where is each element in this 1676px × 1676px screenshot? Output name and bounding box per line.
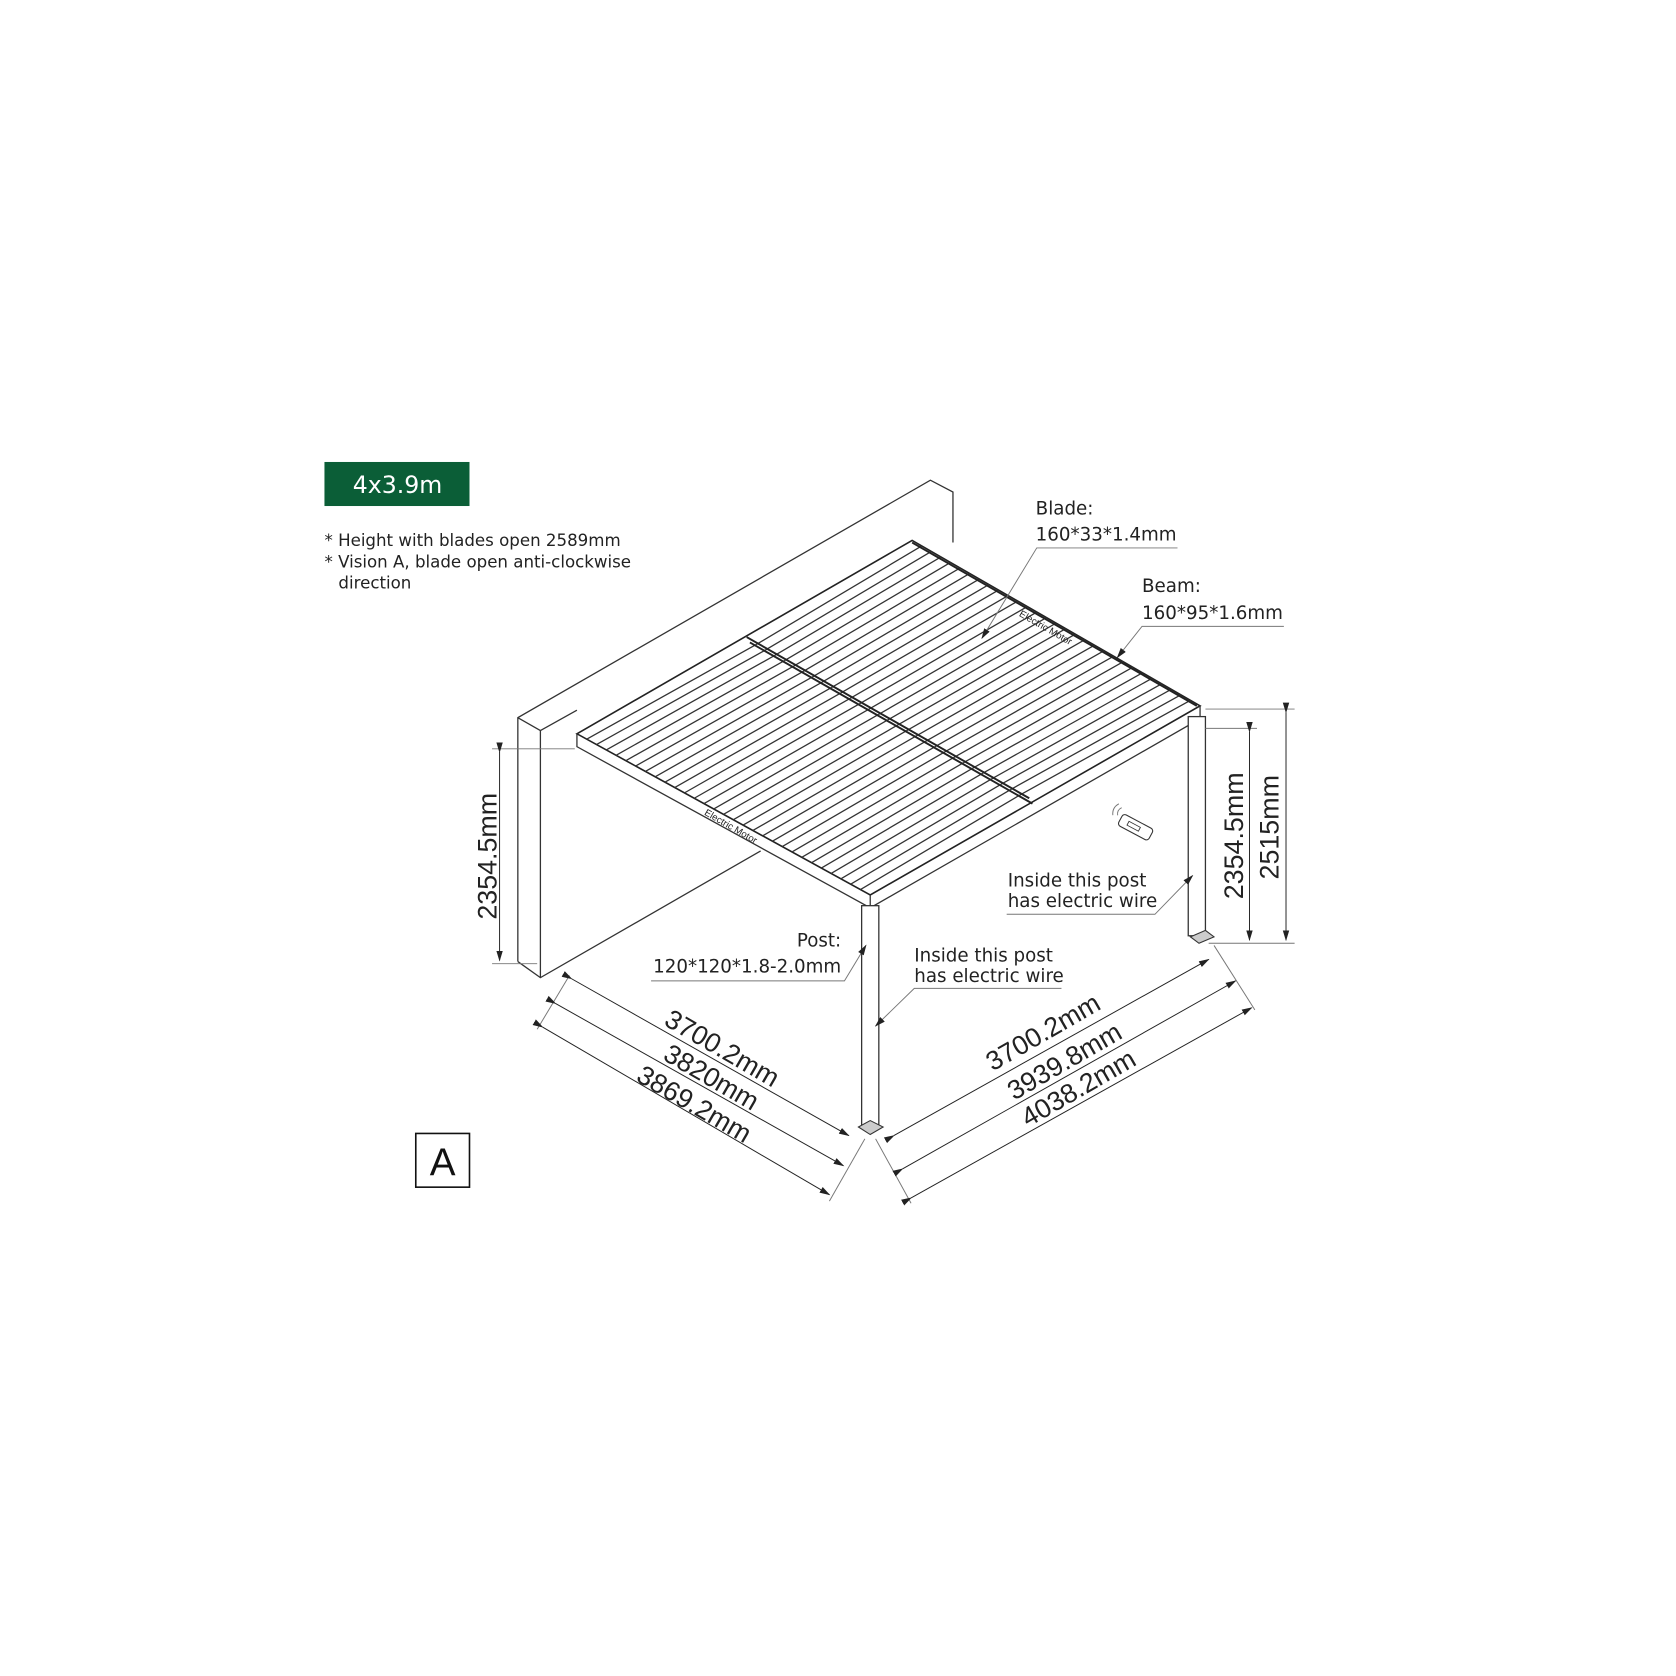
note-height: * Height with blades open 2589mm [324, 531, 620, 550]
blade-line [1000, 688, 1172, 785]
right-height-outer-label: 2515mm [1254, 775, 1284, 879]
size-badge-label: 4x3.9m [353, 471, 443, 499]
blade-line [830, 778, 992, 875]
blade-line [821, 583, 990, 683]
blade-line [944, 655, 1114, 753]
left-height-label: 2354.5mm [472, 793, 502, 920]
blade-line [887, 622, 1057, 721]
blade-line [860, 794, 1021, 891]
blade-line [1019, 699, 1191, 796]
blade-line [849, 600, 1019, 699]
blade-line [793, 567, 961, 667]
beam-spec: 160*95*1.6mm [1142, 603, 1283, 624]
view-label-box: A [414, 1132, 471, 1188]
blade-line [645, 676, 813, 772]
blade-line [915, 639, 1086, 737]
blade-spec: 160*33*1.4mm [1036, 524, 1177, 545]
blade-line [840, 783, 1002, 880]
wire-front-line1: Inside this post [914, 946, 1053, 967]
blade-line [934, 650, 1105, 748]
blade-line [981, 677, 1153, 775]
blade-line [733, 724, 898, 821]
blade-line [991, 683, 1162, 780]
blade-line [703, 708, 870, 805]
blade-line [784, 561, 951, 662]
blade-line [635, 670, 804, 767]
remote-control-icon [1112, 803, 1154, 841]
blade-line [972, 672, 1143, 769]
wire-right-line2: has electric wire [1008, 891, 1158, 912]
blade-line [664, 687, 832, 783]
blade-line [772, 746, 936, 842]
beam-title: Beam: [1142, 576, 1201, 597]
blade-line [713, 713, 879, 810]
blade-line [962, 666, 1134, 764]
blade-line [605, 654, 776, 751]
blade-line [774, 556, 942, 656]
note-vision-cont: direction [338, 574, 411, 593]
right-post [1187, 715, 1216, 944]
blade-line [615, 660, 785, 756]
blade-line [812, 578, 980, 678]
blade-title: Blade: [1036, 499, 1094, 520]
blade-line [801, 762, 964, 858]
post-title: Post: [797, 931, 841, 952]
blade-line [953, 661, 1124, 758]
roof [575, 539, 1202, 909]
blade-line [925, 644, 1095, 742]
left-height-dimension: 2354.5mm [472, 742, 575, 965]
blade-line [868, 611, 1038, 710]
blade-line [831, 589, 999, 689]
blade-line [802, 572, 971, 673]
blade-line [840, 594, 1009, 694]
blade-line [1010, 694, 1182, 791]
blade-line [625, 665, 795, 762]
blade-line [586, 644, 757, 740]
right-height-dimensions: 2354.5mm 2515mm [1205, 702, 1295, 944]
blade-line [596, 649, 766, 746]
blade-line [752, 735, 917, 832]
wall [517, 479, 954, 979]
wire-right-line1: Inside this post [1008, 870, 1147, 891]
post-spec: 120*120*1.8-2.0mm [653, 956, 841, 977]
blade-line [791, 756, 955, 853]
note-vision: * Vision A, blade open anti-clockwise [324, 552, 631, 571]
left-depth-dimensions: 3700.2mm 3820mm 3869.2mm [532, 971, 866, 1202]
blade-line [765, 550, 932, 651]
middle-beam [746, 636, 1030, 800]
blade-line [821, 772, 983, 869]
blade-line [684, 697, 851, 794]
blade-line [762, 740, 926, 837]
blade-line [906, 633, 1076, 732]
wire-front-line2: has electric wire [914, 966, 1064, 987]
front-post [857, 905, 885, 1136]
blade-line [674, 692, 842, 789]
blade-line [859, 606, 1028, 705]
size-badge: 4x3.9m [324, 461, 470, 507]
blade-line [755, 545, 923, 646]
blade-line [654, 681, 823, 778]
blade-line [723, 719, 889, 815]
blade-line [878, 617, 1047, 716]
blade-line [742, 730, 908, 826]
blade-line [897, 628, 1067, 726]
blade-line [693, 703, 861, 799]
blade-line [850, 789, 1011, 885]
blade-line [781, 751, 945, 848]
right-height-inner-label: 2354.5mm [1219, 772, 1249, 899]
view-label: A [430, 1141, 456, 1184]
blade-line [811, 767, 974, 864]
